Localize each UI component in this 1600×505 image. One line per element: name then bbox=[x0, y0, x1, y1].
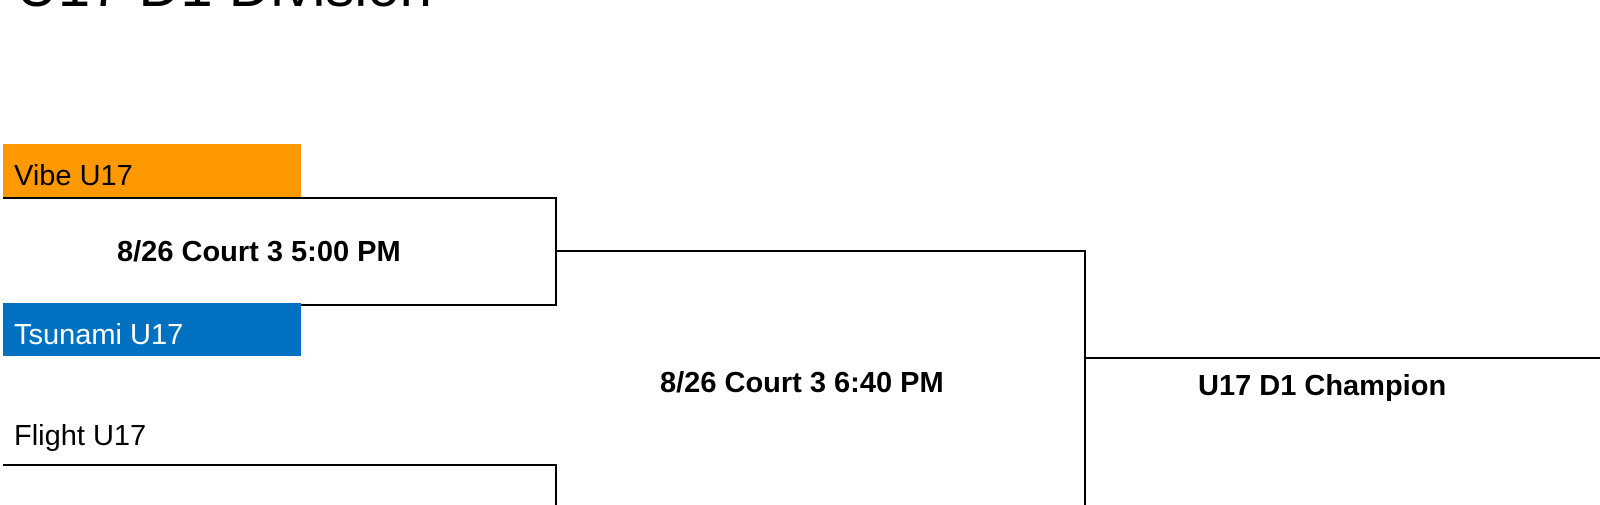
team-tsunami-u17[interactable]: Tsunami U17 bbox=[3, 303, 301, 356]
team-vibe-u17[interactable]: Vibe U17 bbox=[3, 144, 301, 197]
match-1-label: 8/26 Court 3 5:00 PM bbox=[117, 236, 401, 268]
page-title: U17 D1 Division bbox=[16, 0, 432, 16]
champion-label: U17 D1 Champion bbox=[1198, 370, 1447, 402]
team-flight-u17[interactable]: Flight U17 bbox=[14, 420, 147, 452]
match-2-label: 8/26 Court 3 6:40 PM bbox=[660, 367, 944, 399]
bracket-line-match-2 bbox=[556, 250, 1086, 505]
bracket-line-flight bbox=[3, 464, 557, 505]
